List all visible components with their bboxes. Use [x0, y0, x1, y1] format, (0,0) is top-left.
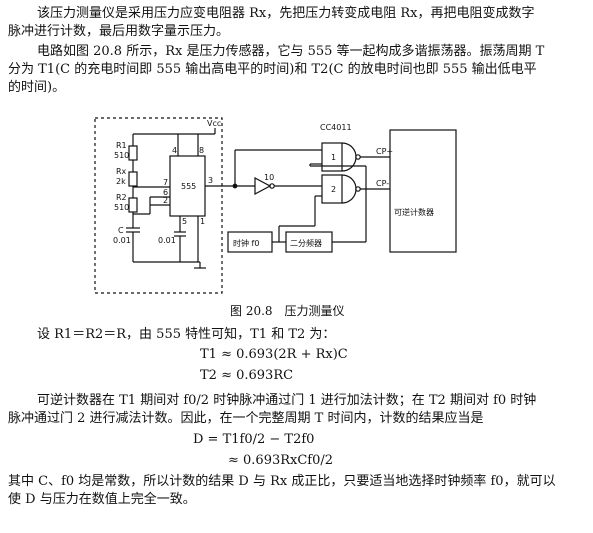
rx-resistor	[128, 171, 138, 187]
pin3-label: 3	[208, 176, 213, 185]
paragraph5-line2: 使 D 与压力在数值上完全一致。	[8, 492, 196, 507]
paragraph4-line1: 可逆计数器在 T1 期间对 f0/2 时钟脉冲通过门 1 进行加法计数；在 T2…	[37, 393, 537, 408]
pin8-label: 8	[199, 146, 204, 155]
pin7-label: 7	[163, 178, 168, 187]
figure-caption: 图 20.8 压力测量仪	[230, 304, 345, 318]
chip-555-label: 555	[181, 182, 196, 191]
paragraph1-line1: 该压力测量仪是采用压力应变电阻器 Rx，先把压力转变成电阻 Rx，再把电阻变成数…	[37, 6, 535, 21]
gate1-label: 1	[331, 153, 336, 162]
equation-t1: T1 ≈ 0.693(2R + Rx)C	[200, 347, 348, 362]
c2-value: 0.01	[158, 236, 176, 245]
paragraph2-line2: 分为 T1(C 的充电时间即 555 输出高电平的时间)和 T2(C 的放电时间…	[8, 62, 537, 77]
r1-resistor	[128, 145, 138, 161]
divider-label: 二分频器	[290, 238, 322, 248]
equation-d: D = T1f0/2 − T2f0	[193, 432, 315, 447]
cp-minus-label: CP-	[376, 179, 389, 188]
r1-label: R1	[116, 141, 127, 150]
pin10-label: 10	[264, 173, 274, 182]
equation-d-approx: ≈ 0.693RxCf0/2	[228, 453, 334, 468]
reversible-counter	[389, 129, 457, 253]
vcc-label: Vcc	[207, 119, 221, 128]
clock-label: 时钟 f0	[233, 238, 259, 248]
c-label: C	[118, 226, 124, 235]
gate2-label: 2	[331, 185, 336, 194]
paragraph5-line1: 其中 C、f0 均是常数，所以计数的结果 D 与 Rx 成正比，只要适当地选择时…	[8, 474, 556, 489]
paragraph3-line1: 设 R1＝R2＝R，由 555 特性可知，T1 和 T2 为：	[37, 327, 336, 342]
paragraph4-line2: 脉冲通过门 2 进行减法计数。因此，在一个完整周期 T 时间内，计数的结果应当是	[8, 411, 484, 426]
rx-value: 2k	[116, 177, 126, 186]
paragraph1-line2: 脉冲进行计数，最后用数字量示压力。	[8, 24, 230, 39]
pin4-label: 4	[172, 146, 177, 155]
circuit-boundary	[94, 117, 223, 294]
pin1-label: 1	[200, 217, 205, 226]
inverter	[254, 177, 272, 195]
r1-value: 510	[114, 151, 129, 160]
counter-label: 可逆计数器	[394, 207, 434, 217]
pin5-label: 5	[182, 217, 187, 226]
c-value: 0.01	[113, 236, 131, 245]
pin6-label: 6	[163, 188, 168, 197]
r2-label: R2	[116, 193, 127, 202]
cp-plus-label: CP+	[376, 147, 393, 156]
r2-resistor	[128, 197, 138, 213]
paragraph2-line1: 电路如图 20.8 所示，Rx 是压力传感器，它与 555 等一起构成多谐振荡器…	[37, 44, 545, 59]
pin2-label: 2	[163, 196, 168, 205]
r2-value: 510	[114, 203, 129, 212]
ic-label: CC4011	[320, 123, 352, 132]
rx-label: Rx	[116, 167, 127, 176]
nand-gate-1	[321, 142, 343, 172]
nand-gate-2	[321, 174, 343, 204]
paragraph2-line3: 的时间)。	[8, 80, 66, 95]
equation-t2: T2 ≈ 0.693RC	[200, 368, 294, 383]
